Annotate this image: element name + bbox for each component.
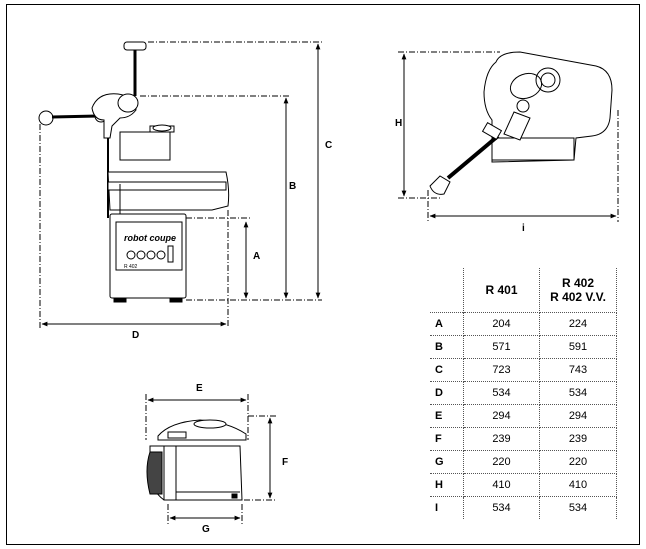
cell-r401: 204 [463, 312, 540, 336]
cell-r402: 224 [539, 312, 617, 336]
column-header-r402: R 402 R 402 V.V. [539, 268, 617, 313]
cell-r402: 743 [539, 358, 617, 382]
cell-r401: 571 [463, 335, 540, 359]
cell-r401: 723 [463, 358, 540, 382]
row-key: A [430, 312, 464, 336]
front-view-machine [38, 41, 230, 303]
top-view-dimensions [398, 51, 619, 222]
cell-r401: 534 [463, 496, 540, 519]
cell-r401: 220 [463, 450, 540, 474]
row-key: I [430, 496, 464, 519]
dimension-label-g: G [202, 524, 210, 535]
dimension-label-h: H [395, 118, 403, 129]
side-view-machine [146, 419, 247, 501]
front-view-dimensions [39, 41, 322, 328]
cell-r401: 534 [463, 381, 540, 405]
cell-r402: 294 [539, 404, 617, 428]
cell-r402: 591 [539, 335, 617, 359]
dimension-label-b: B [289, 181, 297, 192]
row-key: C [430, 358, 464, 382]
row-key: B [430, 335, 464, 359]
dimension-label-d: D [132, 330, 140, 341]
row-key: D [430, 381, 464, 405]
model-plate: R 402 [124, 264, 138, 270]
cell-r402: 534 [539, 496, 617, 519]
dimension-label-a: A [253, 251, 261, 262]
cell-r401: 239 [463, 427, 540, 451]
row-key: G [430, 450, 464, 474]
drawing-frame [6, 4, 640, 545]
top-view-machine [429, 51, 613, 195]
row-key: H [430, 473, 464, 497]
row-key: E [430, 404, 464, 428]
cell-r402: 220 [539, 450, 617, 474]
side-view-dimensions [145, 394, 276, 524]
row-key: F [430, 427, 464, 451]
dimension-label-f: F [282, 457, 289, 468]
table-header-row: R 401 R 402 R 402 V.V. [430, 268, 617, 313]
column-header-r402-line2: R 402 V.V. [550, 290, 606, 304]
cell-r401: 410 [463, 473, 540, 497]
table-corner [430, 268, 464, 313]
cell-r402: 534 [539, 381, 617, 405]
cell-r402: 239 [539, 427, 617, 451]
dimension-label-e: E [196, 383, 203, 394]
column-header-r401: R 401 [463, 268, 540, 313]
cell-r401: 294 [463, 404, 540, 428]
dimension-label-c: C [325, 140, 333, 151]
dimension-label-i: i [522, 223, 525, 234]
column-header-r402-line1: R 402 [561, 276, 595, 290]
brand-logo: robot coupe [124, 233, 176, 243]
cell-r402: 410 [539, 473, 617, 497]
